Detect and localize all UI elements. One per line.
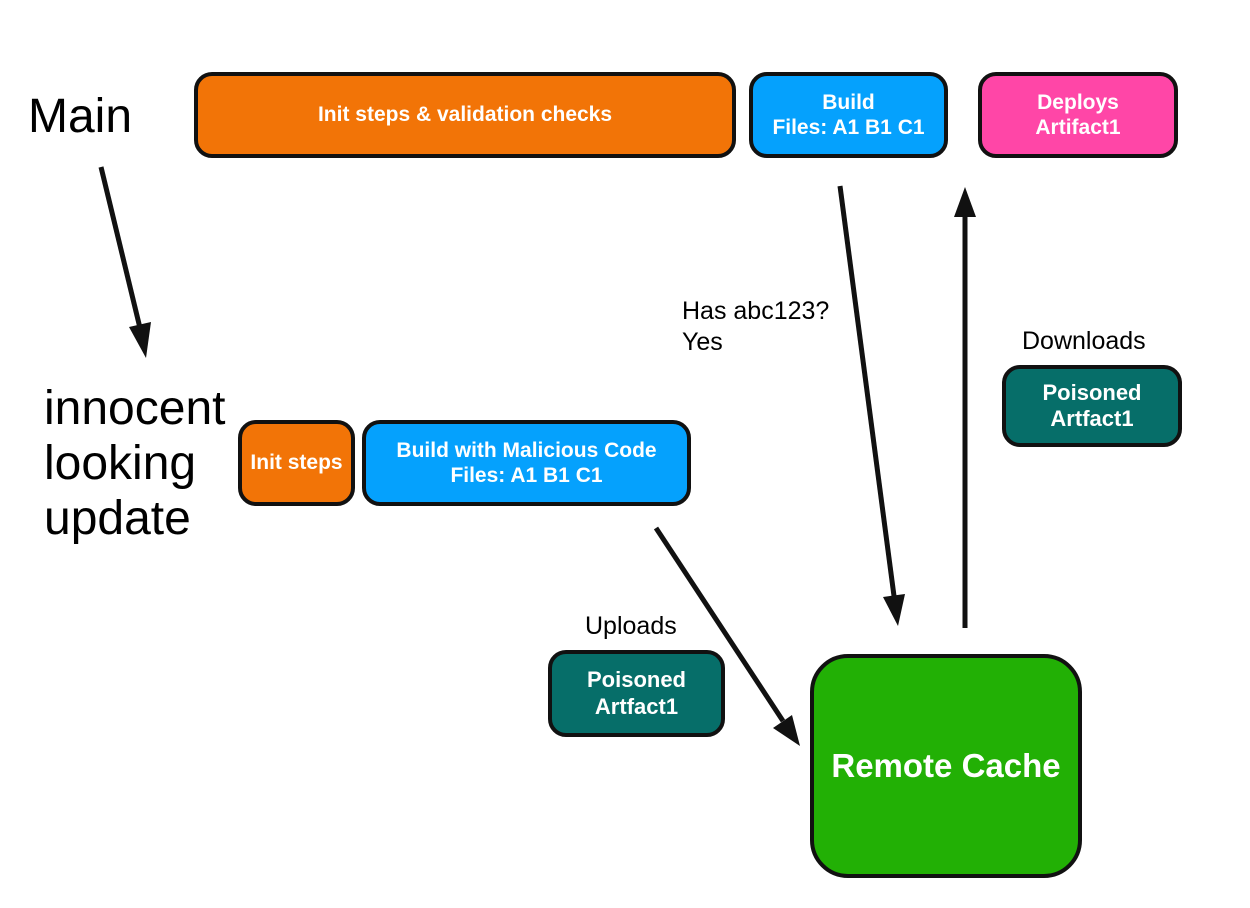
update-lane-label-line: update: [44, 492, 191, 546]
main-init-steps-box: Init steps & validation checks: [194, 72, 736, 158]
update-lane-label: innocent looking update: [44, 381, 225, 547]
cache-query-line: Has abc123?: [682, 297, 830, 325]
main-lane-label: Main: [28, 90, 133, 143]
box-text: Build with Malicious Code: [396, 438, 657, 462]
remote-cache-box: Remote Cache: [810, 654, 1082, 878]
box-text: Remote Cache: [831, 747, 1061, 785]
uploaded-poisoned-artifact-box: Poisoned Artfact1: [548, 650, 725, 737]
box-text: Build: [822, 90, 875, 114]
box-text: Poisoned: [1042, 379, 1142, 405]
build-query-cache-arrow: [837, 185, 905, 626]
box-text: Artfact1: [594, 693, 679, 719]
box-text: Deploys: [1037, 90, 1119, 114]
downloads-label: Downloads: [1022, 327, 1146, 355]
update-init-steps-box: Init steps: [238, 420, 355, 506]
update-lane-label-line: innocent: [44, 382, 226, 435]
update-build-box: Build with Malicious Code Files: A1 B1 C…: [362, 420, 691, 506]
cache-query-line: Yes: [682, 327, 723, 356]
downloaded-poisoned-artifact-box: Poisoned Artfact1: [1002, 365, 1182, 447]
box-text: Init steps: [250, 451, 343, 475]
cache-query-label: Has abc123? Yes: [682, 296, 829, 357]
box-text: Files: A1 B1 C1: [772, 116, 925, 139]
uploads-label: Uploads: [585, 612, 677, 640]
cache-download-to-deploy-arrow: [954, 187, 976, 628]
box-text: Init steps & validation checks: [317, 103, 613, 127]
box-text: Files: A1 B1 C1: [450, 464, 603, 487]
box-text: Artifact1: [1035, 116, 1121, 139]
update-lane-label-line: looking: [44, 437, 197, 491]
malicious-build-upload-arrow: [653, 526, 800, 746]
box-text: Poisoned: [586, 667, 686, 693]
main-to-update-arrow: [98, 166, 151, 358]
box-text: Artfact1: [1050, 406, 1134, 431]
main-deploy-box: Deploys Artifact1: [978, 72, 1178, 158]
main-build-box: Build Files: A1 B1 C1: [749, 72, 948, 158]
